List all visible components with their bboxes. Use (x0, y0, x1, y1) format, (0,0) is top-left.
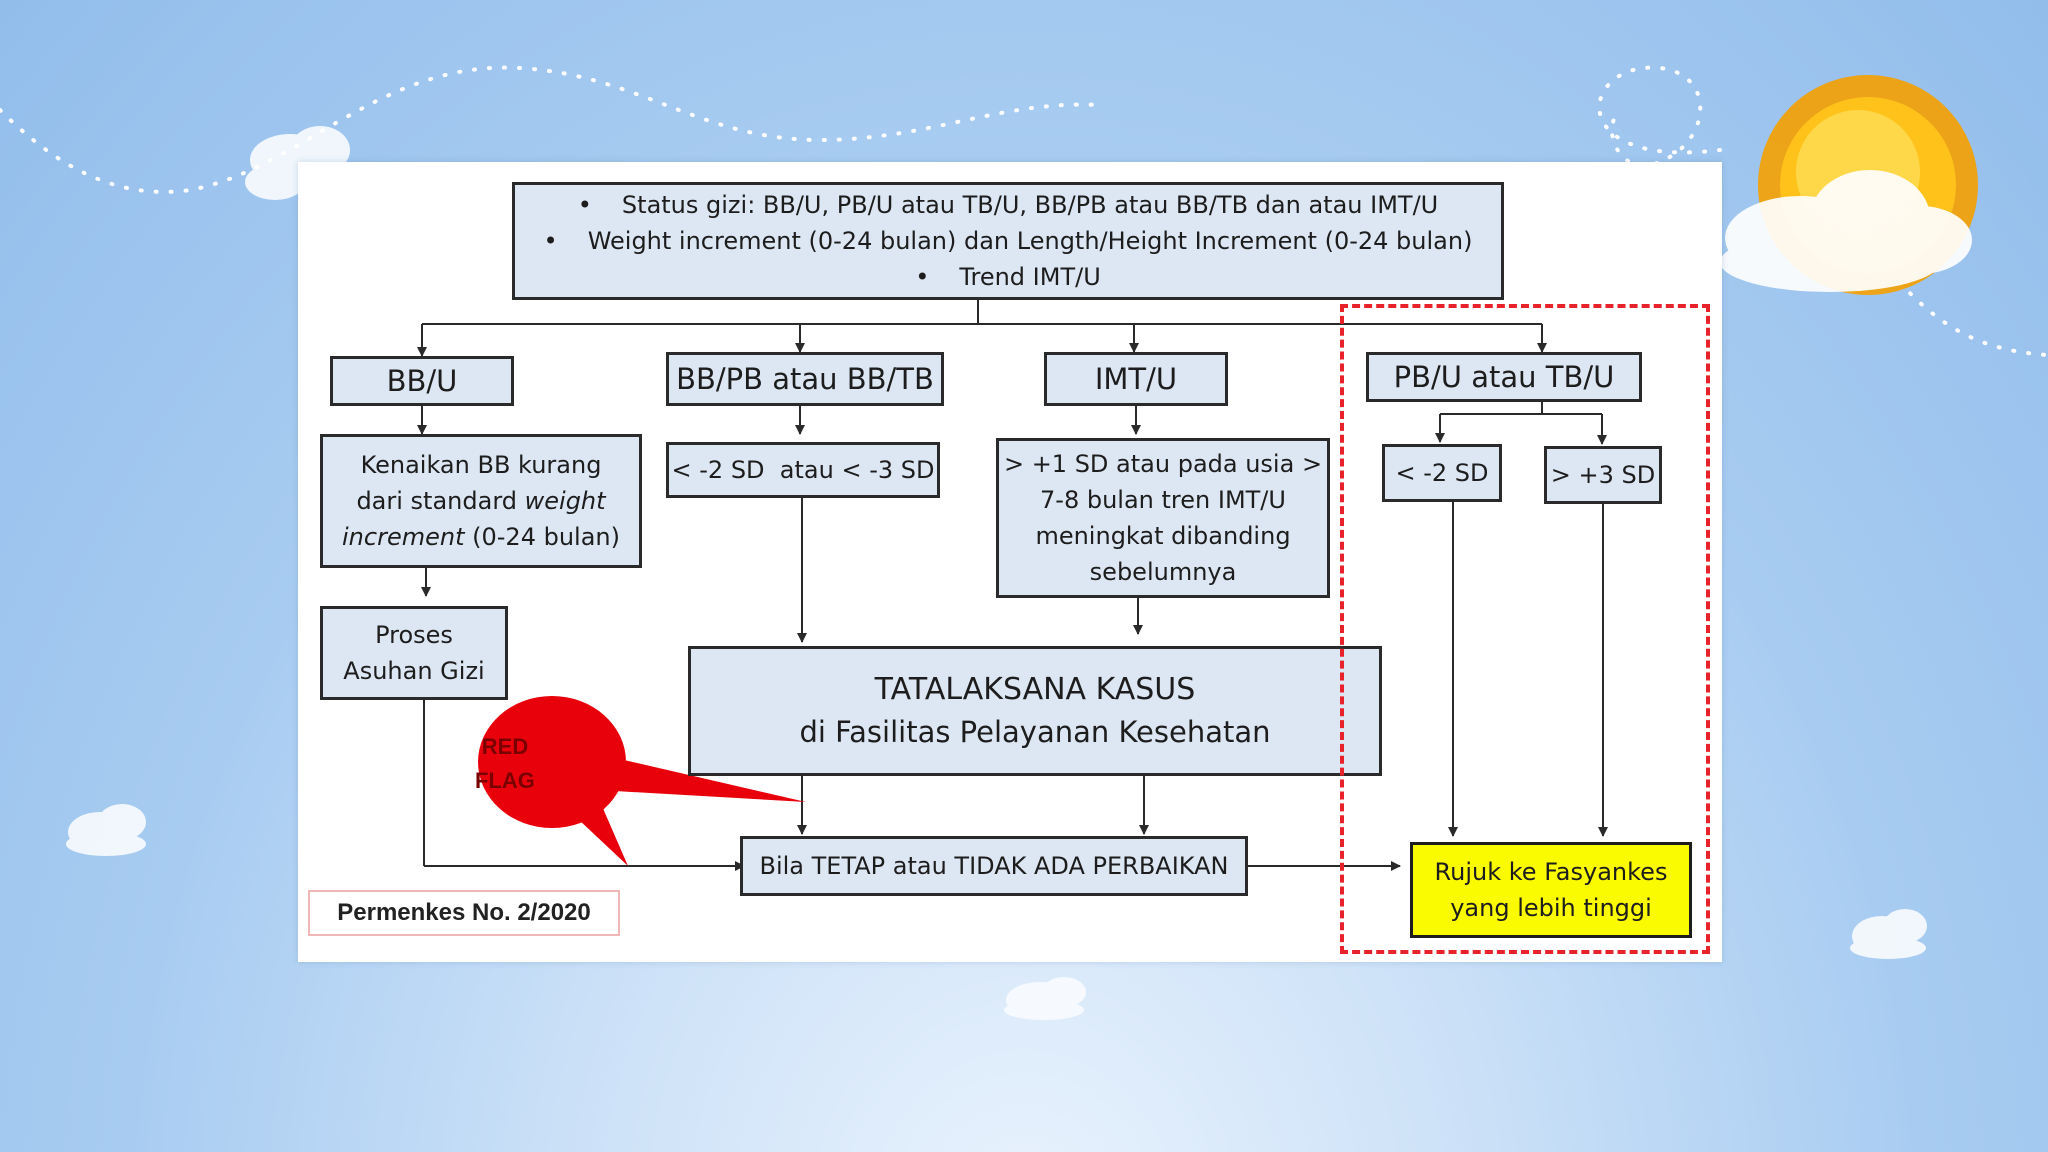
imtu-criteria-line: > +1 SD atau pada usia > (1003, 450, 1323, 478)
cloud-icon (1004, 977, 1086, 1020)
imtu-header: IMT/U (1044, 352, 1228, 406)
status-bullet-2: •Weight increment (0-24 bulan) dan Lengt… (543, 227, 1473, 255)
referral-box: Rujuk ke Fasyankes yang lebih tinggi (1410, 842, 1692, 938)
cloud-icon (66, 804, 146, 856)
imtu-criteria-line: meningkat dibanding (1035, 522, 1291, 550)
cloud-icon (1850, 909, 1927, 959)
bbu-criteria-text: Kenaikan BB kurang dari standard weight … (342, 451, 620, 551)
outcome-box: Bila TETAP atau TIDAK ADA PERBAIKAN (740, 836, 1248, 896)
tatalaksana-title: TATALAKSANA KASUS (874, 672, 1196, 707)
red-flag-label: RED FLAG (475, 734, 535, 793)
dotted-trail-left (0, 65, 1102, 194)
pbu-highlight-outline (1340, 304, 1710, 954)
dotted-trail-right (1597, 65, 1722, 168)
bbu-criteria-box: Kenaikan BB kurang dari standard weight … (320, 434, 642, 568)
imtu-criteria-line: sebelumnya (1089, 558, 1237, 586)
proses-line: Proses (375, 621, 453, 649)
proses-asuhan-gizi-box: Proses Asuhan Gizi (320, 606, 508, 700)
status-bullet-1: •Status gizi: BB/U, PB/U atau TB/U, BB/P… (577, 191, 1439, 219)
cloud-icon (1720, 170, 1972, 292)
pbu-header: PB/U atau TB/U (1366, 352, 1642, 402)
status-bullet-3: •Trend IMT/U (915, 263, 1101, 291)
flowchart-card: •Status gizi: BB/U, PB/U atau TB/U, BB/P… (298, 162, 1722, 962)
bbpb-criteria-box: < -2 SD atau < -3 SD (666, 442, 940, 498)
tatalaksana-subtitle: di Fasilitas Pelayanan Kesehatan (799, 715, 1271, 749)
connector-lines (417, 300, 1608, 871)
referral-line: yang lebih tinggi (1450, 894, 1652, 922)
imtu-criteria-box: > +1 SD atau pada usia > 7-8 bulan tren … (996, 438, 1330, 598)
referral-line: Rujuk ke Fasyankes (1434, 858, 1668, 886)
reference-label: Permenkes No. 2/2020 (308, 890, 620, 936)
pbu-right-criteria: > +3 SD (1544, 446, 1662, 504)
status-gizi-box: •Status gizi: BB/U, PB/U atau TB/U, BB/P… (512, 182, 1504, 300)
red-flag-bubble (478, 696, 806, 866)
imtu-criteria-line: 7-8 bulan tren IMT/U (1040, 486, 1286, 514)
tatalaksana-box: TATALAKSANA KASUS di Fasilitas Pelayanan… (688, 646, 1382, 776)
asuhan-gizi-line: Asuhan Gizi (343, 657, 485, 685)
bbpb-header: BB/PB atau BB/TB (666, 352, 944, 406)
bbu-header: BB/U (330, 356, 514, 406)
pbu-left-criteria: < -2 SD (1382, 444, 1502, 502)
